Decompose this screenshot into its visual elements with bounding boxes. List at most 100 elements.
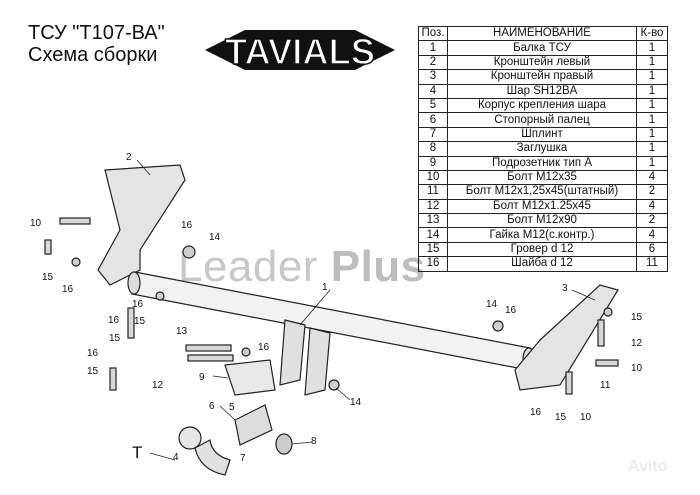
cell-pos: 2 [418,54,448,71]
cell-pos: 4 [418,83,448,99]
avito-watermark: Avito [628,458,668,475]
callout: 15 [42,272,54,283]
cell-pos: 7 [418,126,448,143]
cell-pos: 8 [418,141,448,157]
cell-name: Болт М12х1.25х45 [447,198,637,215]
diagram-title: ТСУ "Т107-ВА" Схема сборки [28,22,165,66]
cell-name: Болт М12х90 [447,213,637,229]
tavials-logo: TAVIALS [205,30,395,73]
callout: 10 [631,363,643,374]
cell-pos: 3 [418,69,448,85]
cell-qty: 1 [636,155,668,171]
callout: 10 [580,412,592,423]
cell-qty: 4 [636,169,668,186]
cell-name: Болт М12х1,25х45(штатный) [447,184,637,200]
callout: 14 [209,232,221,243]
cell-qty: 2 [636,213,668,229]
callout: 15 [134,316,146,327]
ball-housing [234,404,273,446]
watermark-word2: Plus [330,242,426,291]
callout: 8 [311,436,317,447]
cell-name: Болт М12х35 [447,169,637,186]
callout: 5 [229,402,235,413]
cell-name: Корпус крепления шара [447,97,637,114]
cell-name: Гровер d 12 [447,241,637,258]
callout: 11 [600,380,611,391]
bracket-right [514,284,619,391]
leaderplus-watermark: Leader Plus [178,242,426,292]
callout: 15 [631,312,643,323]
callout: 16 [87,348,99,359]
socket-plate [224,359,276,396]
callout: 12 [152,380,164,391]
cell-name: Кронштейн левый [447,54,637,71]
cell-qty: 1 [636,112,668,128]
callout: 16 [62,284,74,295]
cell-name: Подрозетник тип А [447,155,637,171]
cell-qty: 1 [636,97,668,114]
cell-name: Шар SH12BA [447,83,637,99]
callout: 16 [108,315,120,326]
cell-name: Стопорный палец [447,112,637,128]
cell-qty: 1 [636,40,668,56]
cell-name: Шплинт [447,126,637,143]
cell-qty: 1 [636,141,668,157]
tow-ball [178,426,202,450]
cell-pos: 6 [418,112,448,128]
cell-pos: 16 [418,256,448,272]
header-pos: Поз. [418,25,448,42]
watermark-word1: Leader [178,242,331,291]
callout: 13 [176,326,188,337]
cell-qty: 1 [636,83,668,99]
callout: 1 [322,282,328,293]
cell-qty: 4 [636,227,668,243]
svg-text:TAVIALS: TAVIALS [225,31,375,72]
callout: 10 [30,218,42,229]
callout: 14 [486,299,498,310]
callout-labels: 2 10 15 16 16 14 1 16 15 16 15 16 15 12 … [30,152,643,464]
cell-pos: 11 [418,184,448,200]
ball-mount-plate-a [279,319,306,386]
cell-pos: 9 [418,155,448,171]
bracket-left [97,164,186,286]
callout: 9 [199,372,205,383]
title-model: ТСУ "Т107-ВА" [28,22,165,44]
cell-pos: 12 [418,198,448,215]
cell-pos: 15 [418,241,448,258]
cell-pos: 10 [418,169,448,186]
cell-qty: 1 [636,126,668,143]
cell-name: Балка ТСУ [447,40,637,56]
cell-pos: 13 [418,213,448,229]
callout: 16 [181,220,193,231]
cap [275,433,293,455]
cell-qty: 1 [636,69,668,85]
cell-qty: 4 [636,198,668,215]
hook-neck [194,439,231,476]
cell-name: Заглушка [447,141,637,157]
callout: 3 [562,283,568,294]
callout: 14 [350,397,362,408]
callout: 16 [505,305,517,316]
cell-qty: 6 [636,241,668,258]
cell-pos: 14 [418,227,448,243]
callout: 4 [173,452,179,463]
table-header-row: Поз. НАИМЕНОВАНИЕ К-во [418,25,668,42]
ball-mount-plate-b [304,327,331,396]
callout: 16 [530,407,542,418]
